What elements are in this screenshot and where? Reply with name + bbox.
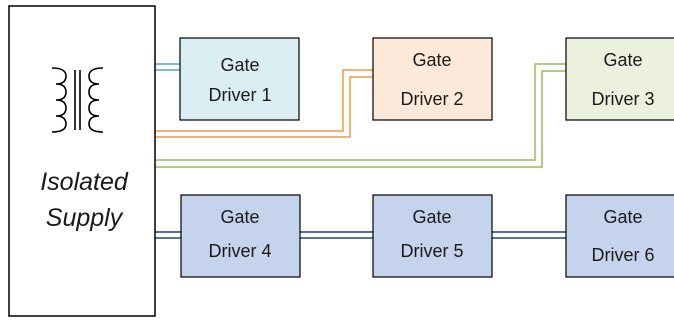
gate-driver-6-line2: Driver 6: [591, 245, 654, 265]
gate-driver-1: Gate Driver 1: [179, 37, 300, 121]
gate-driver-3: Gate Driver 3: [565, 37, 674, 121]
gate-driver-5-line2: Driver 5: [400, 241, 463, 261]
gate-driver-1-line2: Driver 1: [208, 85, 271, 105]
gate-driver-4: Gate Driver 4: [180, 194, 301, 278]
wire-driver-3: [155, 63, 566, 168]
gate-driver-3-line2: Driver 3: [591, 89, 654, 109]
isolated-supply-block: Isolated Supply: [8, 5, 156, 317]
wire-chain: [155, 231, 566, 239]
supply-label-line1: Isolated: [40, 168, 129, 196]
transformer-icon: [51, 67, 104, 133]
wire-driver-1: [155, 63, 180, 71]
gate-driver-2-line1: Gate: [412, 50, 451, 70]
gate-driver-4-line1: Gate: [220, 207, 259, 227]
gate-driver-2-line2: Driver 2: [400, 89, 463, 109]
gate-driver-5-line1: Gate: [412, 207, 451, 227]
gate-driver-4-line2: Driver 4: [208, 241, 271, 261]
gate-driver-6: Gate Driver 6: [565, 194, 674, 278]
gate-driver-5: Gate Driver 5: [372, 194, 493, 278]
gate-driver-3-line1: Gate: [603, 50, 642, 70]
gate-driver-2: Gate Driver 2: [372, 37, 493, 121]
wire-driver-2: [155, 69, 373, 138]
supply-label-line2: Supply: [46, 204, 124, 232]
gate-driver-1-line1: Gate: [220, 55, 259, 75]
gate-driver-6-line1: Gate: [603, 207, 642, 227]
